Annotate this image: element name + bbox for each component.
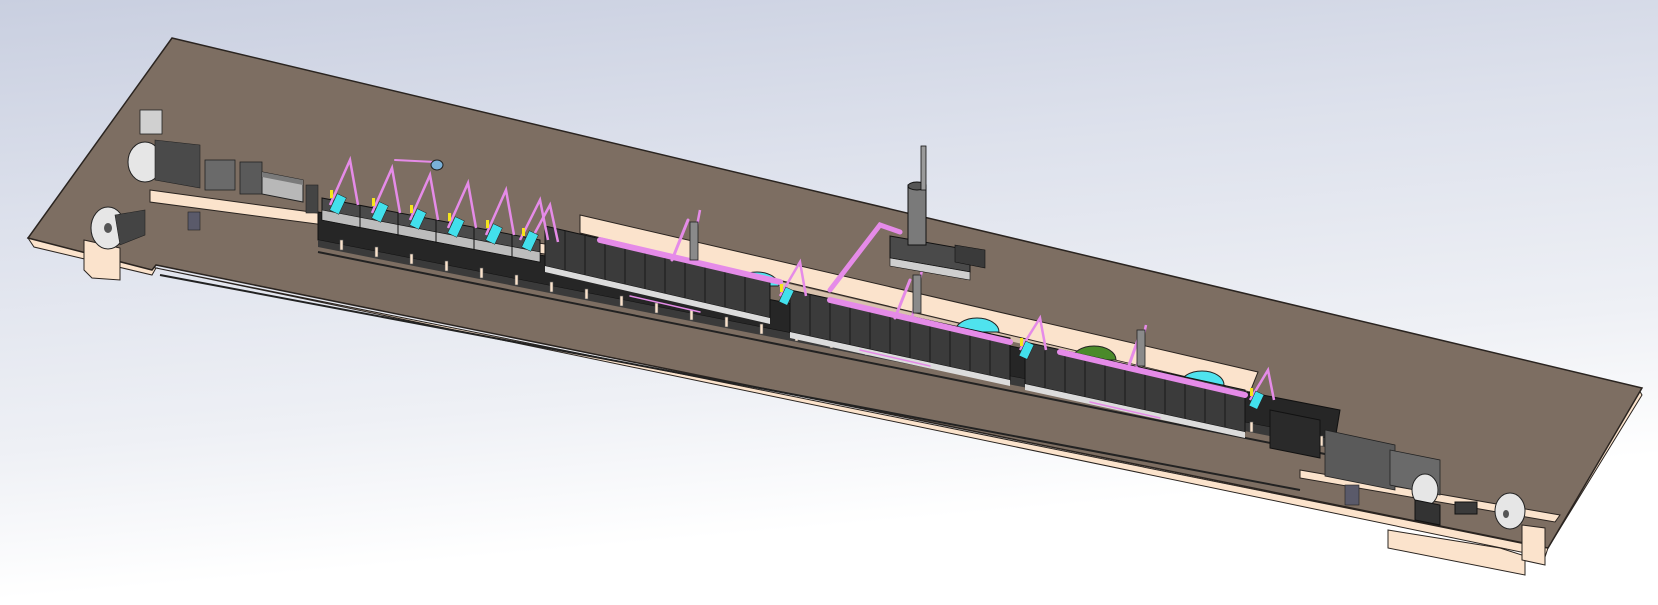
exit-section <box>1269 409 1526 530</box>
burner-columns <box>689 221 1146 367</box>
exhaust-stack-unit <box>889 145 986 281</box>
lower-rails <box>159 251 1331 491</box>
entry-section <box>90 109 444 250</box>
